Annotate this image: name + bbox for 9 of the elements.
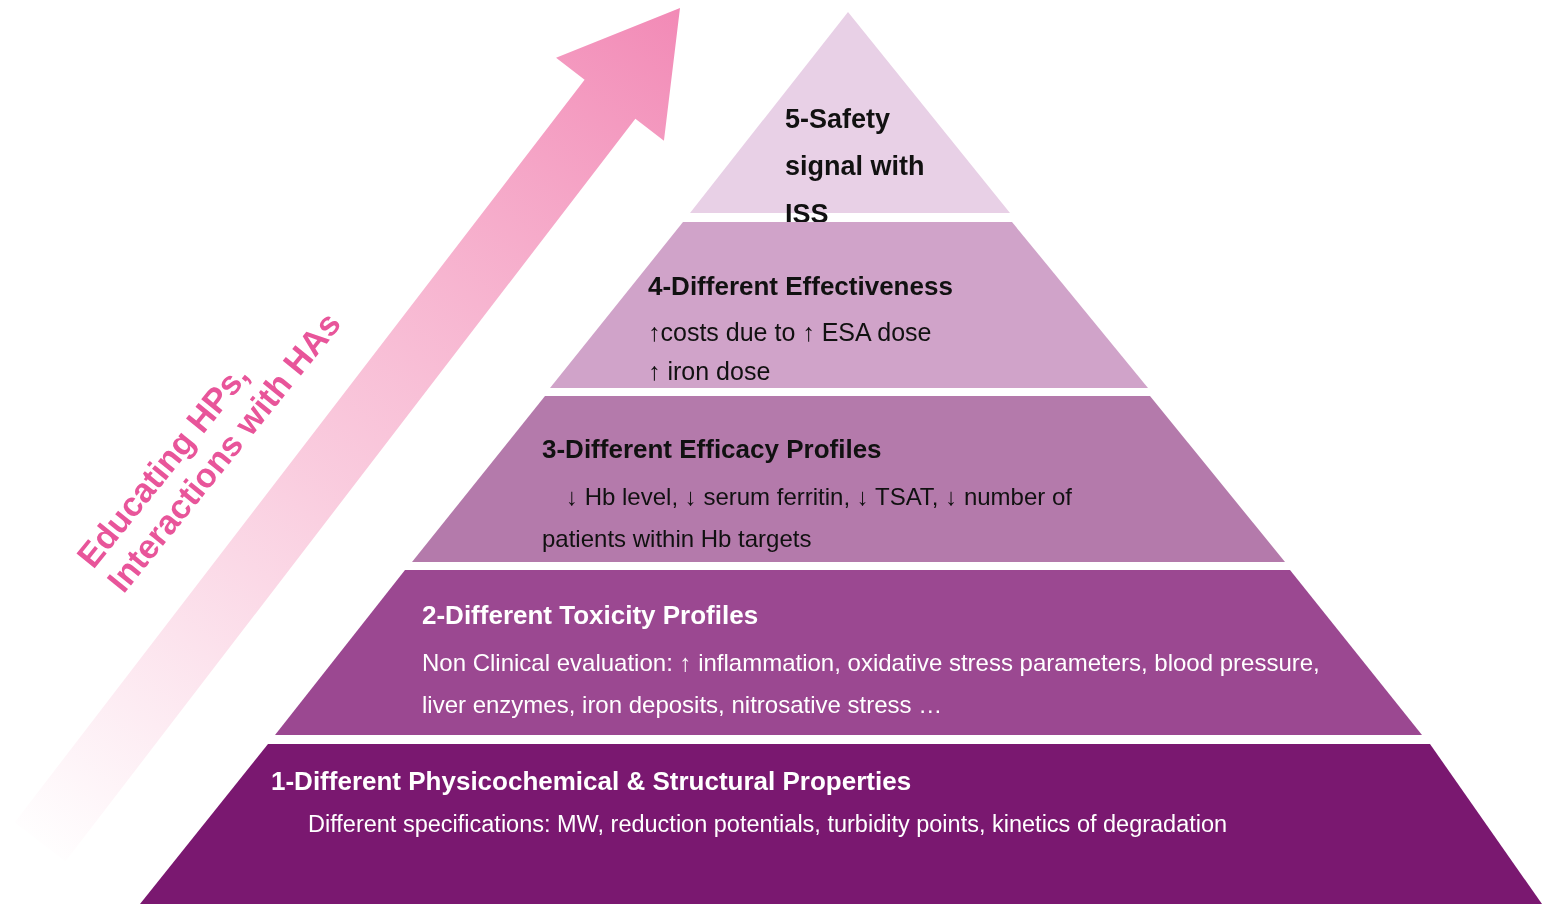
layer-heading: 5-Safety signal with ISS — [785, 103, 925, 231]
layer-heading: 1-Different Physicochemical & Structural Properties — [271, 765, 913, 798]
layer-description: ↑costs due to ↑ ESA dose ↑ iron dose — [648, 317, 933, 387]
layer-description: ↓ Hb level, ↓ serum ferritin, ↓ TSAT, ↓ number of patients within Hb targets — [542, 482, 1073, 554]
layer-heading: 2-Different Toxicity Profiles — [422, 599, 760, 632]
layer-heading: 4-Different Effectiveness — [648, 270, 954, 303]
layer-heading: 3-Different Efficacy Profiles — [542, 433, 883, 466]
layer-description: Non Clinical evaluation: ↑ inflammation, oxidative stress parameters, blood pressure, liver enzymes, iron deposits, nitrosative stress … — [422, 648, 1321, 720]
layer-description: Different specifications: MW, reduction potentials, turbidity points, kinetics of degradation — [308, 810, 1229, 839]
